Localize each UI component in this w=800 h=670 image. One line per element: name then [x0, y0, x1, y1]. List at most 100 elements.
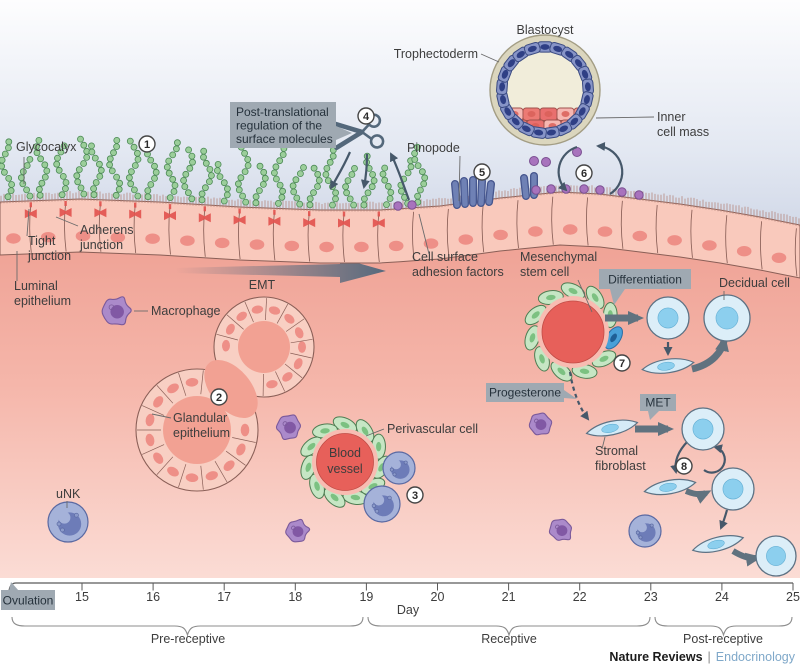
leader-line — [458, 155, 461, 202]
leader-line — [595, 116, 655, 119]
chain-arrow-1 — [684, 488, 712, 504]
footer-separator: | — [708, 650, 711, 664]
trophectoderm-ring — [496, 41, 594, 139]
step-4: 4 — [357, 107, 375, 125]
apposition-cycle — [557, 141, 624, 195]
glandular-epithelium — [135, 296, 315, 492]
svg-text:1: 1 — [144, 139, 150, 151]
glycocalyx-chains — [0, 135, 429, 209]
phase-post-receptive: Post-receptive — [683, 632, 763, 646]
stromal-fibroblast-label: fibroblast — [595, 459, 646, 473]
stromal-fibroblast-label: Stromal — [595, 444, 638, 458]
callout-pointer — [610, 289, 625, 305]
leader-line — [601, 436, 606, 450]
glandular-epithelium-label: Glandular — [173, 411, 227, 425]
leader-line — [55, 216, 79, 227]
blastocyst-label: Blastocyst — [517, 23, 574, 37]
progesterone-label: Progesterone — [489, 386, 561, 400]
axis-day-label: 21 — [502, 590, 516, 604]
svg-text:6: 6 — [581, 168, 587, 180]
cycle6-left-arc — [557, 145, 578, 192]
blood-vessel — [300, 416, 392, 508]
callout-pointer — [336, 126, 352, 140]
footer-credit: Nature Reviews | Endocrinology — [609, 650, 795, 664]
callout-pointer — [564, 390, 577, 399]
met-label: MET — [645, 396, 671, 410]
blood-vessel-label: vessel — [327, 462, 362, 476]
timeline-background — [0, 578, 800, 670]
glycocalyx-label: Glycocalyx — [16, 140, 77, 154]
svg-text:2: 2 — [216, 392, 222, 404]
leader-line — [577, 279, 593, 313]
step-6: 6 — [575, 164, 593, 182]
differentiation-label: Differentiation — [608, 273, 682, 287]
adherens-junction-label: junction — [79, 238, 123, 252]
cycle4-up-arrow — [390, 152, 411, 201]
callout-pointer — [648, 411, 659, 420]
svg-text:5: 5 — [479, 167, 485, 179]
cycle8-right-arc — [703, 444, 726, 474]
axis-title: Day — [397, 603, 420, 617]
pinopode-label: Pinopode — [407, 141, 460, 155]
perivascular-cell-label: Perivascular cell — [387, 422, 478, 436]
mesenchymal-stem-cell-label: stem cell — [520, 265, 569, 279]
decidual-cell-label: Decidual cell — [719, 276, 790, 290]
callout-line3: surface molecules — [236, 132, 333, 146]
axis-day-label: 24 — [715, 590, 729, 604]
callout-box — [1, 590, 55, 610]
adhesion-factors-label: Cell surface — [412, 250, 478, 264]
step-markers: 1 2 3 4 5 6 7 8 — [138, 107, 693, 504]
tight-junction-label: Tight — [28, 234, 56, 248]
callout-pointer — [9, 582, 19, 591]
callout-box — [230, 102, 336, 148]
progesterone-dashed-arrow — [568, 371, 590, 421]
axis-day-label: 19 — [359, 590, 373, 604]
footer-journal: Endocrinology — [716, 650, 796, 664]
blastocyst — [489, 34, 601, 146]
post-translational-callout: Post-translational regulation of the sur… — [230, 102, 352, 148]
callout-line1: Post-translational — [236, 105, 329, 119]
step-3: 3 — [406, 486, 424, 504]
chain-down-arrow — [719, 509, 729, 530]
svg-text:8: 8 — [681, 461, 687, 473]
step-8: 8 — [675, 457, 693, 475]
leader-line — [480, 53, 500, 63]
axis-day-label: 20 — [431, 590, 445, 604]
svg-text:7: 7 — [619, 358, 625, 370]
inner-cell-mass-label: Inner — [657, 110, 686, 124]
footer-brand: Nature Reviews — [609, 650, 702, 664]
axis-day-label: 16 — [146, 590, 160, 604]
pinopodes — [451, 172, 538, 209]
axis-day-label: 18 — [288, 590, 302, 604]
blood-vessel-label: Blood — [329, 446, 361, 460]
step-5: 5 — [473, 163, 491, 181]
step-7: 7 — [613, 354, 631, 372]
axis-day-label: 15 — [75, 590, 89, 604]
axis-day-label: 17 — [217, 590, 231, 604]
cycle4-down-arrow-1 — [330, 151, 352, 190]
met-callout: MET — [640, 394, 676, 420]
progesterone-callout: Progesterone — [486, 383, 577, 402]
pathway-arrows — [568, 311, 762, 567]
leader-line — [365, 428, 385, 437]
tight-junction-label: junction — [27, 249, 71, 263]
adherens-junction-label: Adherens — [80, 223, 134, 237]
mesenchymal-stem-cell — [524, 282, 623, 382]
trophectoderm-label: Trophectoderm — [394, 47, 478, 61]
callout-line2: regulation of the — [236, 119, 322, 133]
inner-cell-mass-label: cell mass — [657, 125, 709, 139]
cycle8-left-arc — [670, 440, 689, 474]
differentiation-callout: Differentiation — [599, 269, 691, 305]
step-1: 1 — [138, 135, 156, 153]
phase-pre-receptive: Pre-receptive — [151, 632, 225, 646]
stromal-cells — [47, 294, 797, 577]
axis-day-label: 25 — [786, 590, 800, 604]
emt-arrow — [175, 258, 386, 283]
axis-day-label: 22 — [573, 590, 587, 604]
cycle6-right-arc — [596, 141, 624, 195]
leader-line — [418, 213, 430, 255]
ovulation-label: Ovulation — [3, 594, 54, 608]
unk-label: uNK — [56, 487, 81, 501]
emt-label: EMT — [249, 278, 276, 292]
